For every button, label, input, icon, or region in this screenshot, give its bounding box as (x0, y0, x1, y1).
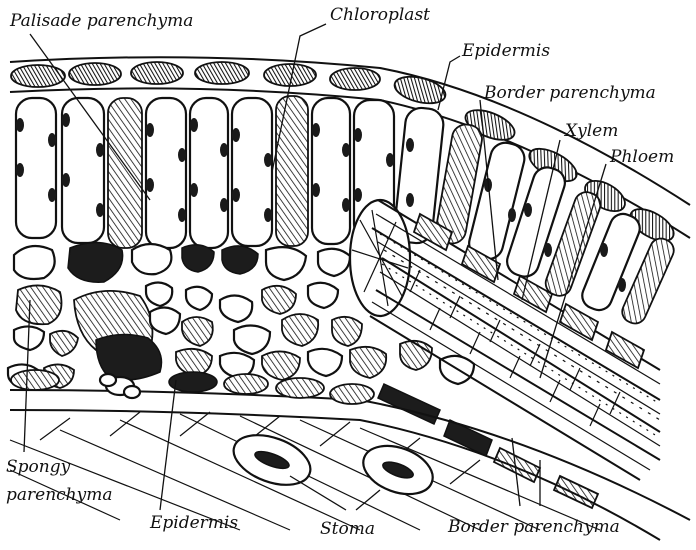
label-palisade-parenchyma: Palisade parenchyma (9, 11, 193, 31)
label-epidermis-top: Epidermis (461, 41, 550, 61)
lower-epidermis (10, 370, 690, 540)
label-border-parenchyma-top: Border parenchyma (483, 83, 656, 103)
label-stoma: Stoma (320, 519, 375, 539)
label-spongy-line1: Spongy (6, 457, 71, 477)
label-xylem: Xylem (563, 121, 618, 141)
stoma-pair (227, 426, 439, 503)
label-epidermis-bottom: Epidermis (149, 513, 238, 533)
label-chloroplast: Chloroplast (330, 5, 430, 25)
label-spongy-line2: parenchyma (6, 485, 112, 505)
label-border-parenchyma-bottom: Border parenchyma (447, 517, 620, 537)
label-phloem: Phloem (609, 147, 674, 167)
